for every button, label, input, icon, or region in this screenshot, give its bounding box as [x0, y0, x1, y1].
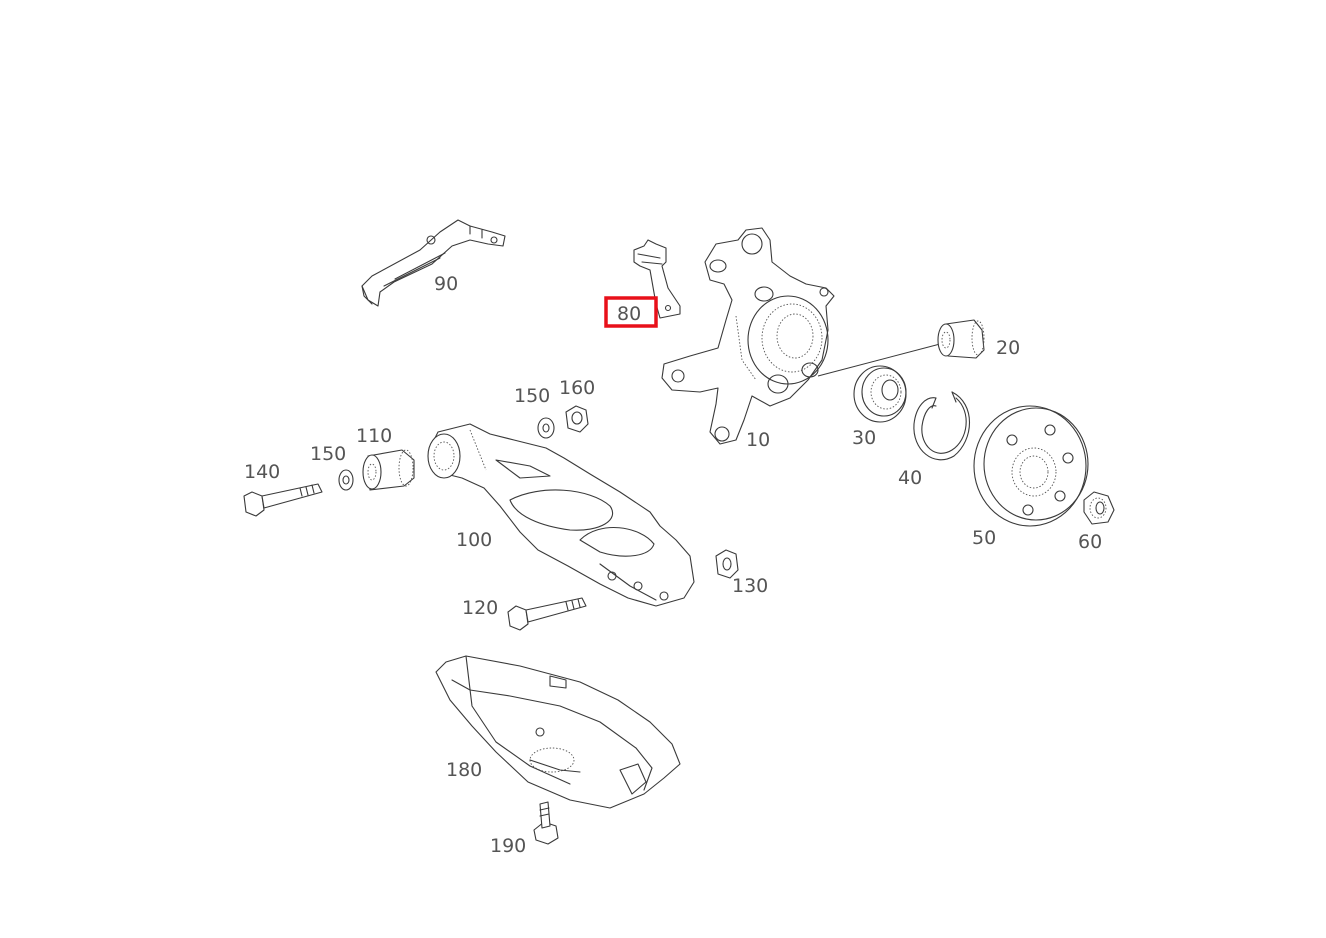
- callout-180[interactable]: 180: [446, 759, 482, 781]
- part-100-control-arm[interactable]: [427, 423, 695, 607]
- callout-30[interactable]: 30: [852, 427, 876, 449]
- part-50-hub[interactable]: [973, 405, 1089, 527]
- part-180-cover[interactable]: [435, 655, 681, 809]
- part-90-bracket[interactable]: [361, 219, 506, 307]
- part-30-bearing[interactable]: [853, 365, 907, 423]
- callout-110[interactable]: 110: [356, 425, 392, 447]
- callout-10[interactable]: 10: [746, 429, 770, 451]
- part-140-bolt[interactable]: [243, 483, 323, 517]
- part-60-nut[interactable]: [1083, 491, 1115, 525]
- highlight-box-80: [604, 296, 658, 328]
- part-80-sensor-bracket[interactable]: [633, 239, 681, 319]
- part-160-nut[interactable]: [565, 405, 589, 433]
- callout-40[interactable]: 40: [898, 467, 922, 489]
- callout-150-upper[interactable]: 150: [514, 385, 550, 407]
- callout-160[interactable]: 160: [559, 377, 595, 399]
- callout-130[interactable]: 130: [732, 575, 768, 597]
- part-150-washer-upper[interactable]: [537, 417, 555, 439]
- part-20-bushing[interactable]: [817, 319, 985, 377]
- part-40-circlip[interactable]: [913, 391, 971, 461]
- callout-150-lower[interactable]: 150: [310, 443, 346, 465]
- part-120-bolt[interactable]: [507, 597, 587, 631]
- callout-100[interactable]: 100: [456, 529, 492, 551]
- part-150-washer-lower[interactable]: [338, 469, 354, 491]
- part-10-knuckle[interactable]: [661, 227, 835, 445]
- part-190-screw[interactable]: [533, 801, 559, 845]
- callout-60[interactable]: 60: [1078, 531, 1102, 553]
- part-130-nut[interactable]: [715, 549, 739, 579]
- callout-20[interactable]: 20: [996, 337, 1020, 359]
- callout-120[interactable]: 120: [462, 597, 498, 619]
- callout-50[interactable]: 50: [972, 527, 996, 549]
- callout-140[interactable]: 140: [244, 461, 280, 483]
- callout-80[interactable]: 80: [617, 303, 641, 325]
- part-110-bushing[interactable]: [362, 449, 415, 491]
- callout-90[interactable]: 90: [434, 273, 458, 295]
- callout-190[interactable]: 190: [490, 835, 526, 857]
